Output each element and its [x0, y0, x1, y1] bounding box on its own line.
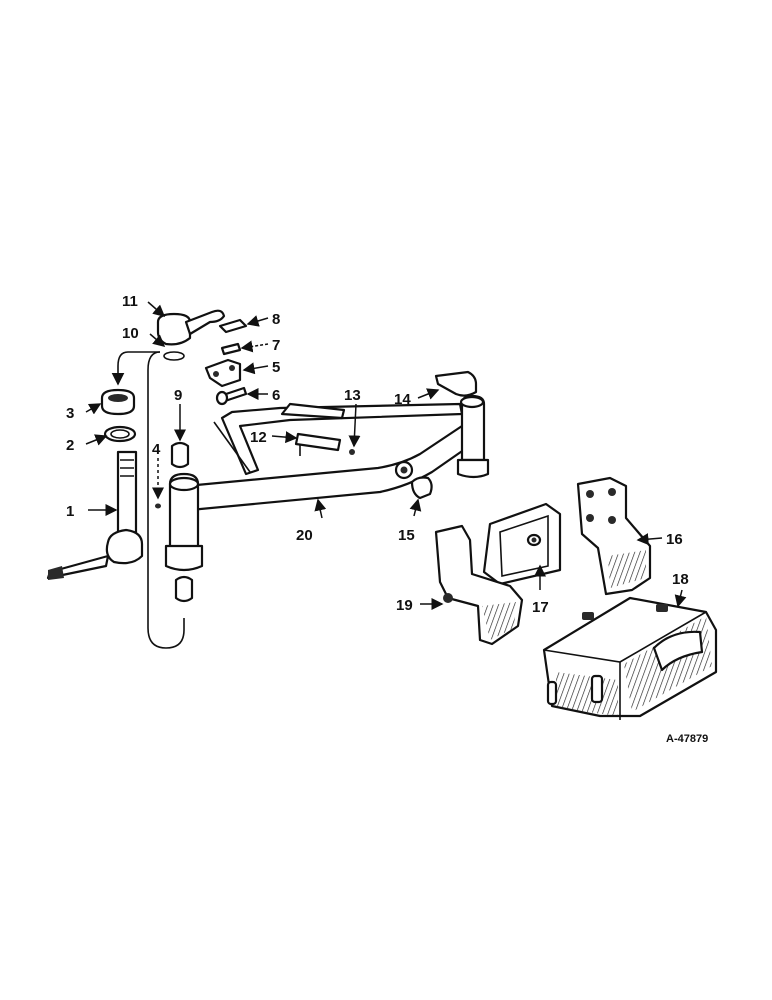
- part-spring-washer: [220, 342, 242, 356]
- part-bearing: [100, 388, 136, 416]
- drawing-reference: A-47879: [666, 733, 708, 745]
- callout-10: 10: [122, 325, 139, 342]
- part-side-bracket: [576, 476, 652, 596]
- callout-11: 11: [122, 293, 138, 310]
- part-front-weight: [542, 596, 718, 720]
- callout-2: 2: [66, 437, 74, 454]
- assembly-route-line-2: [111, 351, 160, 386]
- callout-17: 17: [532, 599, 549, 616]
- callout-18: 18: [672, 571, 689, 588]
- part-pin: [155, 503, 161, 509]
- part-steering-arm: [156, 309, 226, 346]
- part-pivot-pin: [294, 432, 342, 456]
- callout-15: 15: [398, 527, 415, 544]
- part-bushing-upper: [170, 441, 190, 469]
- callout-1: 1: [66, 503, 74, 520]
- callout-8: 8: [272, 311, 280, 328]
- callout-12: 12: [250, 429, 267, 446]
- part-clamp: [204, 358, 242, 388]
- callout-9: 9: [174, 387, 182, 404]
- callout-20: 20: [296, 527, 313, 544]
- part-mounting-bracket: [482, 502, 562, 586]
- part-bolt: [215, 386, 248, 406]
- part-right-arm: [434, 370, 478, 397]
- part-o-ring: [163, 351, 185, 361]
- callout-3: 3: [66, 405, 74, 422]
- part-clamp-small: [218, 318, 248, 334]
- callout-14: 14: [394, 391, 411, 408]
- callout-5: 5: [272, 359, 280, 376]
- leader-lines: [85, 301, 687, 610]
- part-washer: [103, 425, 137, 443]
- part-nut: [349, 449, 355, 455]
- part-axle-frame: [164, 394, 490, 572]
- part-bushing-pivot: [410, 476, 433, 500]
- callout-16: 16: [666, 531, 683, 548]
- callout-6: 6: [272, 387, 280, 404]
- callout-13: 13: [344, 387, 361, 404]
- callout-7: 7: [272, 337, 280, 354]
- part-spindle: [46, 450, 144, 580]
- callout-19: 19: [396, 597, 413, 614]
- assembly-route-line: [147, 351, 185, 649]
- part-bushing-lower: [174, 575, 194, 603]
- part-support-plate: [434, 524, 524, 646]
- callout-4: 4: [152, 441, 161, 458]
